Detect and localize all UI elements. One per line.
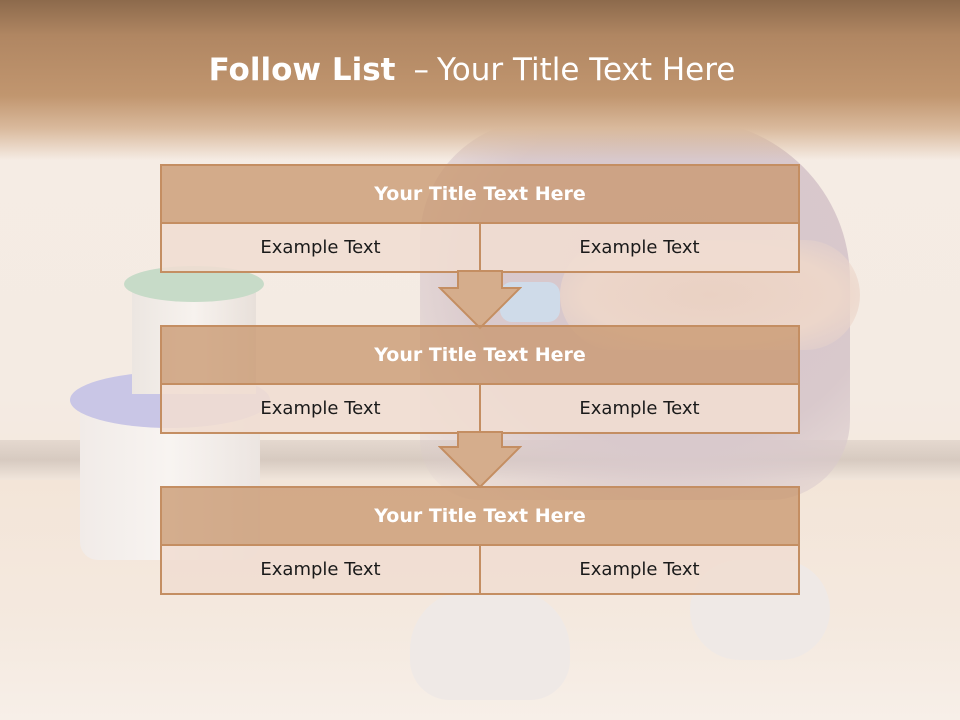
list-box-3: Your Title Text Here Example Text Exampl… — [160, 486, 800, 595]
title-band — [0, 0, 960, 160]
list-box-title: Your Title Text Here — [162, 327, 798, 385]
list-box-row: Example Text Example Text — [162, 224, 798, 271]
list-box-title: Your Title Text Here — [162, 166, 798, 224]
list-box-cell-right: Example Text — [479, 546, 798, 593]
down-arrow-icon — [438, 270, 522, 330]
list-box-title: Your Title Text Here — [162, 488, 798, 546]
list-box-1: Your Title Text Here Example Text Exampl… — [160, 164, 800, 273]
list-box-cell-right: Example Text — [479, 224, 798, 271]
down-arrow-icon — [438, 431, 522, 489]
slide-title-rest: Your Title Text Here — [436, 52, 736, 88]
list-box-row: Example Text Example Text — [162, 385, 798, 432]
sock-left — [410, 590, 570, 700]
list-box-cell-left: Example Text — [260, 398, 381, 419]
list-box-row: Example Text Example Text — [162, 546, 798, 593]
slide-title-bold: Follow List — [208, 52, 396, 88]
slide-title-separator: – — [413, 52, 429, 88]
slide-title: Follow List–Your Title Text Here — [0, 52, 944, 88]
list-box-cell-right: Example Text — [479, 385, 798, 432]
list-box-cell-left: Example Text — [260, 237, 381, 258]
list-box-cell-left: Example Text — [260, 559, 381, 580]
list-box-2: Your Title Text Here Example Text Exampl… — [160, 325, 800, 434]
